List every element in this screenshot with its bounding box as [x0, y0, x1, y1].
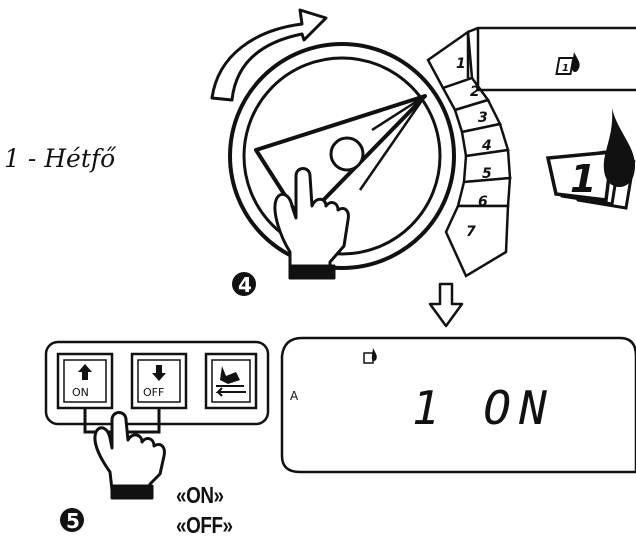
day-start-calendar-icon-small: 1	[555, 52, 580, 75]
on-label: «ON»	[176, 482, 224, 508]
up-on-label: ON	[72, 386, 89, 399]
step-5-number: 5	[66, 509, 80, 533]
up-on-button[interactable]: ON	[56, 352, 114, 410]
lcd-readout: 1 ON	[412, 381, 555, 435]
off-label: «OFF»	[176, 512, 233, 538]
down-off-label: OFF	[143, 386, 164, 399]
svg-text:1: 1	[562, 63, 569, 74]
down-arrow-icon	[428, 282, 464, 328]
controller-panel-edge	[466, 26, 636, 92]
step-4-badge: 4	[232, 272, 256, 297]
step-5-badge: 5	[60, 508, 84, 533]
dial-scale	[426, 29, 512, 278]
dial-position-5: 5	[482, 166, 492, 182]
down-off-button[interactable]: OFF	[130, 352, 188, 410]
down-arrow-key-icon	[152, 365, 166, 381]
lcd-calendar-icon	[363, 348, 377, 364]
dial-position-6: 6	[478, 194, 488, 210]
dial-position-7: 7	[466, 224, 476, 240]
svg-text:1: 1	[570, 157, 596, 201]
dial-position-1: 1	[456, 56, 466, 72]
manual-watering-icon	[220, 366, 240, 384]
hand-pressing-icon	[93, 411, 166, 500]
hand-pointer-icon	[273, 167, 350, 280]
rotate-arrow-icon	[210, 8, 328, 102]
dial-position-3: 3	[478, 110, 488, 126]
dial-position-2: 2	[470, 84, 480, 100]
lcd-zone-letter: A	[290, 389, 299, 403]
lcd-display: A 1 ON	[280, 336, 636, 474]
manual-watering-button[interactable]	[204, 352, 258, 410]
dial-position-4: 4	[481, 138, 492, 154]
day-caption: 1 - Hétfő	[4, 144, 116, 173]
day-start-calendar-icon: 1	[545, 108, 636, 210]
step-4-number: 4	[238, 273, 252, 297]
up-arrow-icon	[78, 364, 92, 380]
